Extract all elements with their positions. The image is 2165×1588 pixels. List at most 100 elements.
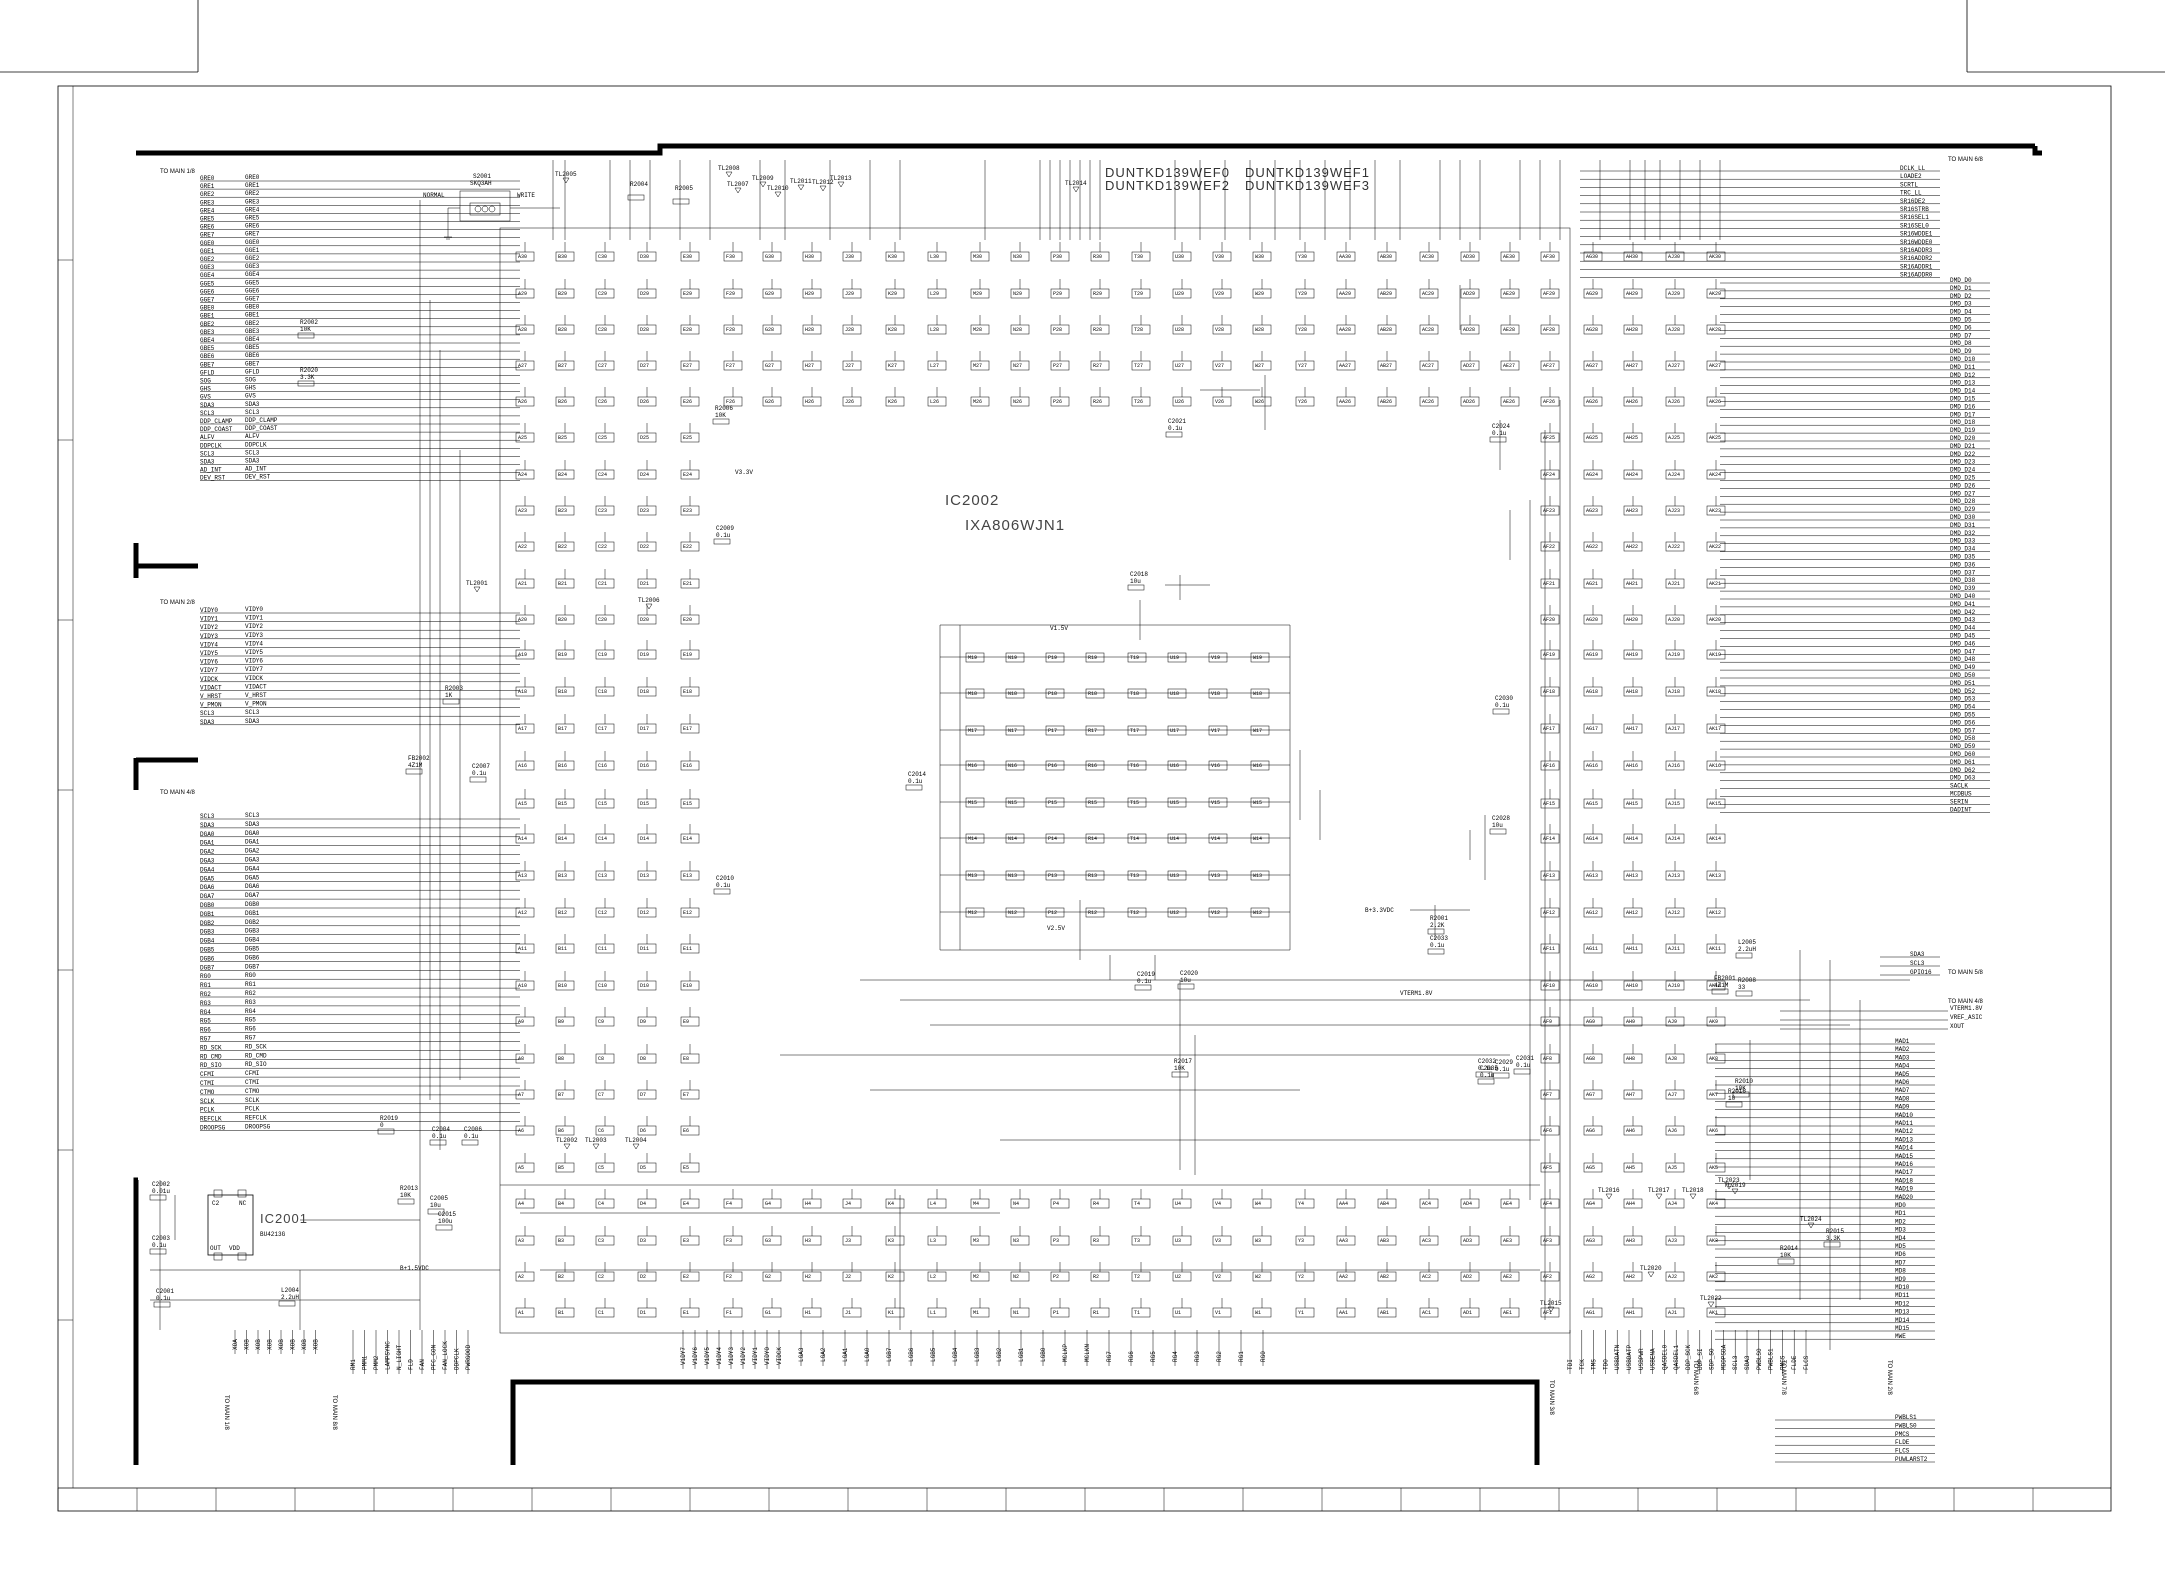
net-left-b: SDA3 bbox=[200, 719, 215, 726]
passive-ref: C2021 bbox=[1168, 418, 1186, 425]
ball-pad-label: AF5 bbox=[1543, 1165, 1552, 1171]
test-point: TL2010 bbox=[767, 185, 789, 192]
net-bottom-e: TDO bbox=[1602, 1359, 1609, 1370]
ball-pad-label: AF12 bbox=[1543, 910, 1555, 916]
net-left-a-inner: GFLD bbox=[245, 368, 260, 375]
passive-value: 4Z1M bbox=[408, 762, 423, 769]
net-left-c: RD_SCK bbox=[200, 1044, 222, 1051]
passive-symbol bbox=[1475, 1071, 1493, 1078]
ball-pad-label: AK5 bbox=[1709, 1165, 1718, 1171]
passive-value: 0.1u bbox=[1495, 702, 1510, 709]
ground-ball bbox=[1208, 870, 1228, 881]
passive-value: 0.1u bbox=[1430, 942, 1445, 949]
net-bottom-c: V1DY2 bbox=[740, 1347, 747, 1365]
ground-ball bbox=[1085, 725, 1105, 736]
ball-pad-label: D22 bbox=[640, 544, 649, 550]
ball-pad-label: E21 bbox=[683, 581, 692, 587]
ball-pad-label: L1 bbox=[930, 1310, 936, 1316]
ground-ball-label: P19 bbox=[1048, 655, 1057, 661]
ball-pad-label: V4 bbox=[1215, 1201, 1221, 1207]
net-left-a: DDP_CLAMP bbox=[200, 418, 233, 425]
ball-pad-label: M28 bbox=[973, 327, 982, 333]
net-right-e: MD8 bbox=[1895, 1268, 1906, 1275]
ground-ball bbox=[965, 797, 985, 808]
ball-pad-label: H2 bbox=[805, 1274, 811, 1280]
net-right-b: DMD_D15 bbox=[1950, 396, 1976, 403]
ball-pad-label: B1 bbox=[558, 1310, 564, 1316]
ball-pad-label: AJ29 bbox=[1668, 291, 1680, 297]
ground-ball-label: U14 bbox=[1170, 836, 1179, 842]
ground-ball-label: U15 bbox=[1170, 800, 1179, 806]
net-left-c: RG5 bbox=[200, 1018, 211, 1025]
net-bottom-c: VIDCK bbox=[776, 1347, 783, 1365]
ground-ball bbox=[1085, 833, 1105, 844]
ground-ball bbox=[1250, 907, 1270, 918]
ball-pad-label: AF17 bbox=[1543, 726, 1555, 732]
net-bottom-b: PWRGOOD bbox=[465, 1344, 472, 1370]
net-left-b-inner: VIDY3 bbox=[245, 632, 263, 639]
ball-pad-label: E14 bbox=[683, 836, 692, 842]
ball-pad-label: AG6 bbox=[1586, 1128, 1595, 1134]
net-left-b-inner: VIDY2 bbox=[245, 623, 263, 630]
net-right-b: DMD_D45 bbox=[1950, 633, 1976, 640]
ball-pad-label: E27 bbox=[683, 363, 692, 369]
test-point: TL2004 bbox=[625, 1137, 647, 1144]
ball-pad-label: AH16 bbox=[1626, 763, 1638, 769]
ball-pad-label: AJ1 bbox=[1668, 1310, 1677, 1316]
ball-pad-label: AJ3 bbox=[1668, 1238, 1677, 1244]
ground-ball bbox=[1005, 760, 1025, 771]
passive-symbol bbox=[1492, 708, 1510, 715]
ball-pad-label: AH12 bbox=[1626, 910, 1638, 916]
ball-pad-label: E12 bbox=[683, 910, 692, 916]
net-left-a-inner: SDA3 bbox=[245, 401, 260, 408]
net-bottom-d: RG0 bbox=[1260, 1351, 1267, 1362]
ground-ball bbox=[1127, 833, 1147, 844]
ball-pad-label: N30 bbox=[1013, 254, 1022, 260]
ball-pad-label: L4 bbox=[930, 1201, 936, 1207]
net-right-b: DMD_D12 bbox=[1950, 372, 1976, 379]
ball-pad-label: AD1 bbox=[1463, 1310, 1472, 1316]
net-bottom-d: LGB0 bbox=[1040, 1347, 1047, 1362]
net-bottom-a: XOB bbox=[290, 1339, 297, 1350]
ground-ball bbox=[1208, 797, 1228, 808]
ball-pad-label: K30 bbox=[888, 254, 897, 260]
ball-pad-label: AJ15 bbox=[1668, 801, 1680, 807]
ball-pad-label: B7 bbox=[558, 1092, 564, 1098]
ball-pad-label: E9 bbox=[683, 1019, 689, 1025]
ball-pad-label: AK2 bbox=[1709, 1274, 1718, 1280]
ground-ball bbox=[1167, 907, 1187, 918]
ball-pad-label: N3 bbox=[1013, 1238, 1019, 1244]
ball-pad-label: U29 bbox=[1175, 291, 1184, 297]
passive-ref: C2005 bbox=[430, 1195, 448, 1202]
passive-symbol bbox=[397, 1198, 415, 1205]
ground-ball-label: R17 bbox=[1088, 728, 1097, 734]
ball-pad-label: W26 bbox=[1255, 399, 1264, 405]
net-left-a: GRE7 bbox=[200, 232, 215, 239]
ball-pad-label: F1 bbox=[726, 1310, 732, 1316]
passive-value: 0 bbox=[380, 1122, 384, 1129]
ball-pad-label: J1 bbox=[845, 1310, 851, 1316]
net-bottom-b: N_LIGHT bbox=[396, 1344, 403, 1370]
ball-pad-label: Y4 bbox=[1298, 1201, 1304, 1207]
ground-ball-label: P16 bbox=[1048, 763, 1057, 769]
ball-pad-label: W30 bbox=[1255, 254, 1264, 260]
passive-ref: R2004 bbox=[630, 181, 648, 188]
net-right-f: PUWLARST2 bbox=[1895, 1456, 1928, 1463]
ball-pad-label: AK9 bbox=[1709, 1019, 1718, 1025]
net-bottom-c: V1DY4 bbox=[716, 1347, 723, 1365]
ic2001-pin-c2: C2 bbox=[212, 1200, 220, 1207]
ball-pad-label: AJ20 bbox=[1668, 617, 1680, 623]
ground-ball bbox=[1127, 688, 1147, 699]
net-right-c: SCL3 bbox=[1910, 960, 1925, 967]
ball-pad-label: E6 bbox=[683, 1128, 689, 1134]
ground-ball-label: T14 bbox=[1130, 836, 1139, 842]
ball-pad-label: AJ28 bbox=[1668, 327, 1680, 333]
passive-symbol bbox=[905, 784, 923, 791]
ball-pad-label: F29 bbox=[726, 291, 735, 297]
net-left-c-inner: RG7 bbox=[245, 1035, 256, 1042]
net-left-a: GRE3 bbox=[200, 199, 215, 206]
passive-value: 0.1u bbox=[1478, 1065, 1493, 1072]
ball-pad-label: P2 bbox=[1053, 1274, 1059, 1280]
ball-pad-label: B6 bbox=[558, 1128, 564, 1134]
variant-3: DUNTKD139WEF3 bbox=[1245, 178, 1370, 193]
